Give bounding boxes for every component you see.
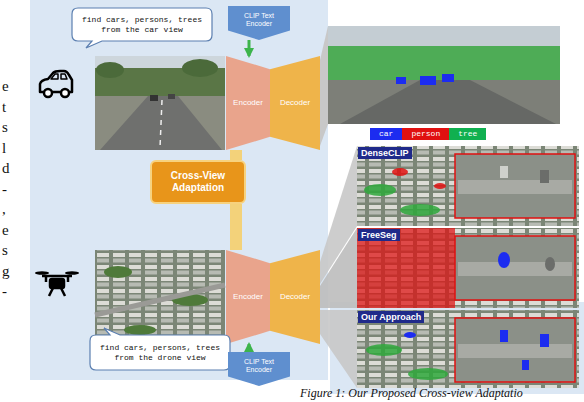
node-label: find cars, persons, trees from the drone…: [97, 343, 223, 362]
margin-letter: e: [2, 78, 9, 95]
node-label: Decoder: [280, 292, 310, 302]
margin-letter: e: [2, 222, 9, 239]
text-block: Decoder: [278, 96, 312, 110]
clip-text-encoder: CLIP Text Encoder: [228, 6, 290, 40]
legend-swatch: tree: [449, 128, 486, 140]
legend-swatch: person: [402, 128, 449, 140]
legend-text: person: [411, 129, 440, 138]
connector: [230, 204, 242, 250]
figure-caption: Figure 1: Our Proposed Cross-view Adapta…: [300, 386, 523, 401]
legend: car person tree: [370, 128, 486, 140]
text-block: Encoder: [231, 96, 265, 110]
method-tag: FreeSeg: [358, 229, 400, 241]
legend-text: tree: [458, 129, 477, 138]
text-block: Encoder: [231, 290, 265, 304]
text-block: find cars, persons, trees from the car v…: [72, 12, 212, 44]
margin-letter: l: [2, 140, 6, 157]
connector: [248, 40, 251, 56]
encoder-block: Encoder: [226, 250, 270, 344]
legend-swatch: car: [370, 128, 402, 140]
margin-letter: -: [2, 181, 7, 198]
node-label: Encoder: [233, 98, 263, 108]
margin-letter: g: [2, 263, 10, 280]
text-block: CLIP Text Encoder: [228, 356, 290, 383]
connector: [248, 344, 251, 352]
text-block: CLIP Text Encoder: [228, 10, 290, 37]
decoder-block: Decoder: [270, 250, 320, 344]
node-label: CLIP Text Encoder: [232, 12, 286, 29]
margin-letter: d: [2, 160, 10, 177]
adaptation-box: Cross-View Adaptation: [150, 160, 246, 204]
query-bubble: find cars, persons, trees from the drone…: [90, 328, 230, 370]
legend-text: car: [379, 129, 393, 138]
margin-letter: s: [2, 119, 8, 136]
margin-letter: -: [2, 283, 7, 300]
node-label: find cars, persons, trees from the car v…: [79, 15, 205, 34]
text-block: find cars, persons, trees from the drone…: [90, 333, 230, 365]
encoder-block: Encoder: [226, 56, 270, 150]
clip-text-encoder: CLIP Text Encoder: [228, 352, 290, 386]
method-tag: DenseCLIP: [358, 147, 412, 159]
margin-letter: t: [2, 99, 6, 116]
node-label: CLIP Text Encoder: [232, 358, 286, 375]
connector: [230, 150, 242, 160]
method-tag: Our Approach: [358, 311, 424, 323]
text-block: Decoder: [278, 290, 312, 304]
text-block: Cross-View Adaptation: [150, 166, 246, 198]
margin-letter: ,: [2, 201, 6, 218]
node-label: Decoder: [280, 98, 310, 108]
node-label: Cross-View Adaptation: [156, 170, 240, 194]
query-bubble: find cars, persons, trees from the car v…: [72, 8, 212, 48]
margin-letter: s: [2, 242, 8, 259]
node-label: Encoder: [233, 292, 263, 302]
decoder-block: Decoder: [270, 56, 320, 150]
